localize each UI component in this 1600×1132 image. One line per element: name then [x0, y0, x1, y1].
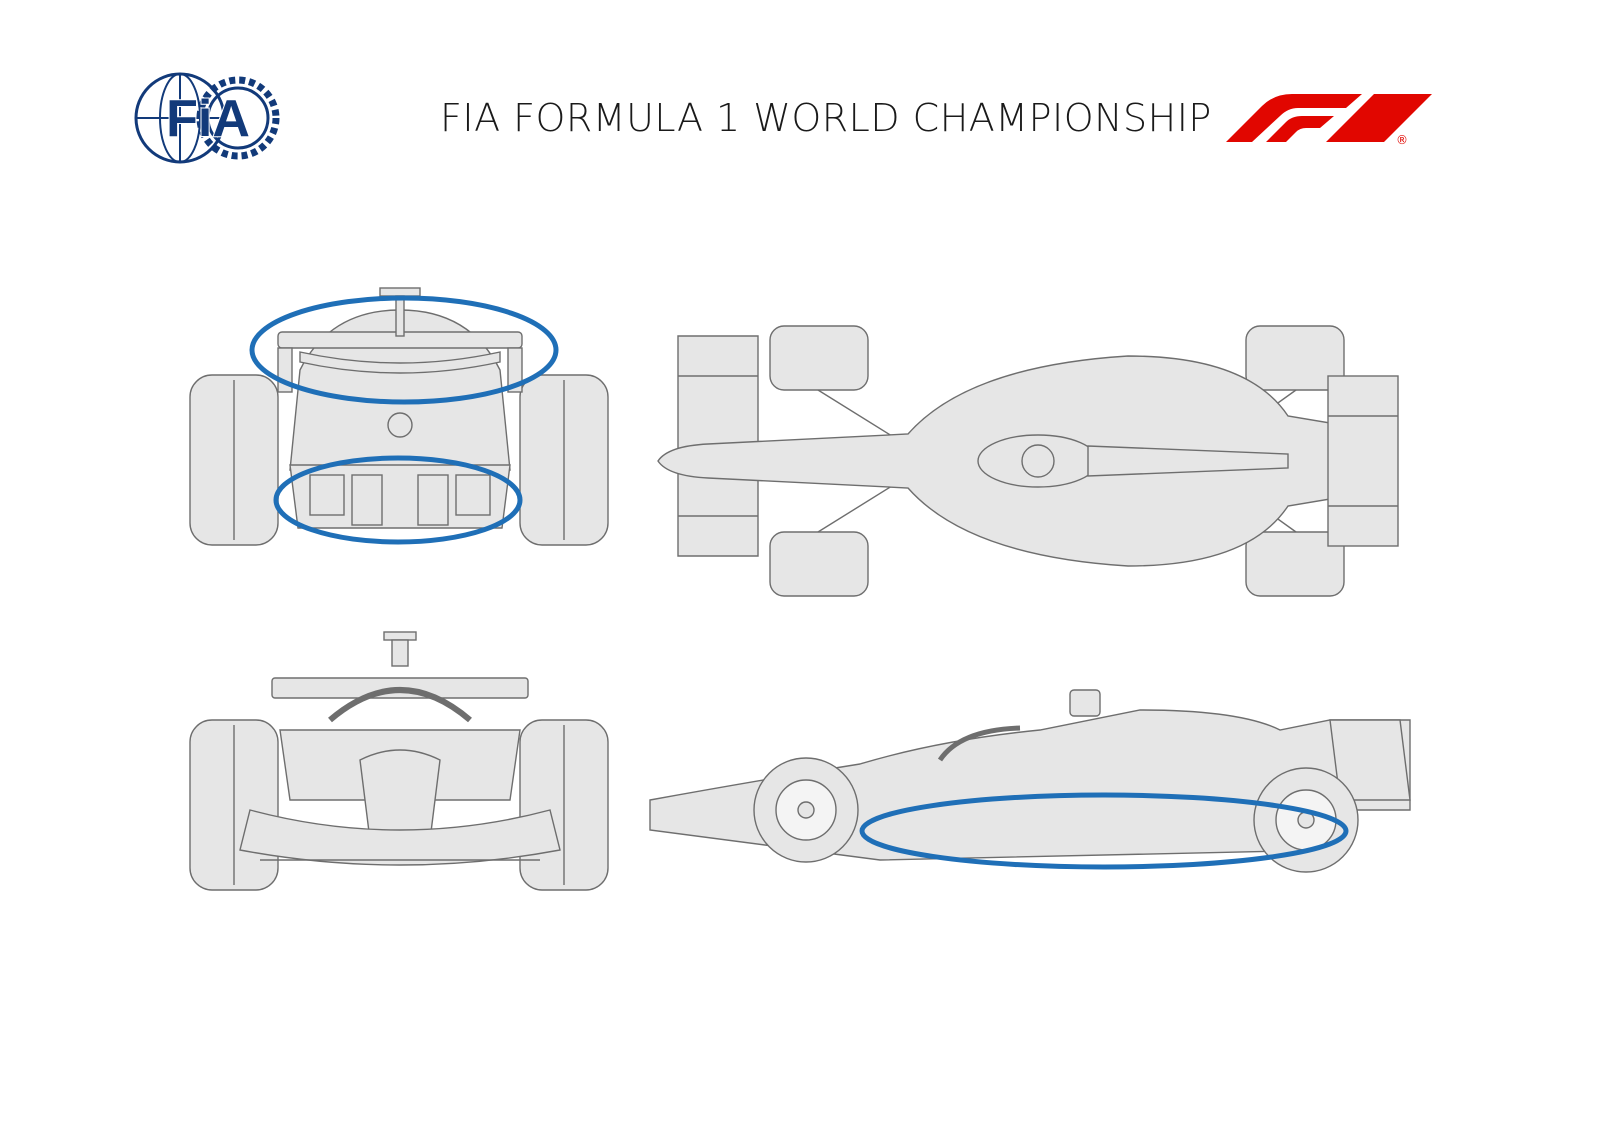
rear-wing-highlight	[249, 295, 559, 405]
fia-logo: FiA	[134, 66, 282, 170]
page-title: FIA FORMULA 1 WORLD CHAMPIONSHIP	[440, 96, 1212, 140]
registered-mark: ®	[1396, 133, 1408, 147]
floor-highlight	[859, 792, 1349, 870]
rear-view	[180, 270, 620, 560]
diffuser-highlight	[273, 455, 523, 545]
front-view	[180, 620, 620, 910]
fia-logo-text: FiA	[166, 90, 250, 148]
f1-logo: ®	[1222, 88, 1438, 148]
side-view	[640, 680, 1420, 890]
top-view	[648, 316, 1418, 606]
